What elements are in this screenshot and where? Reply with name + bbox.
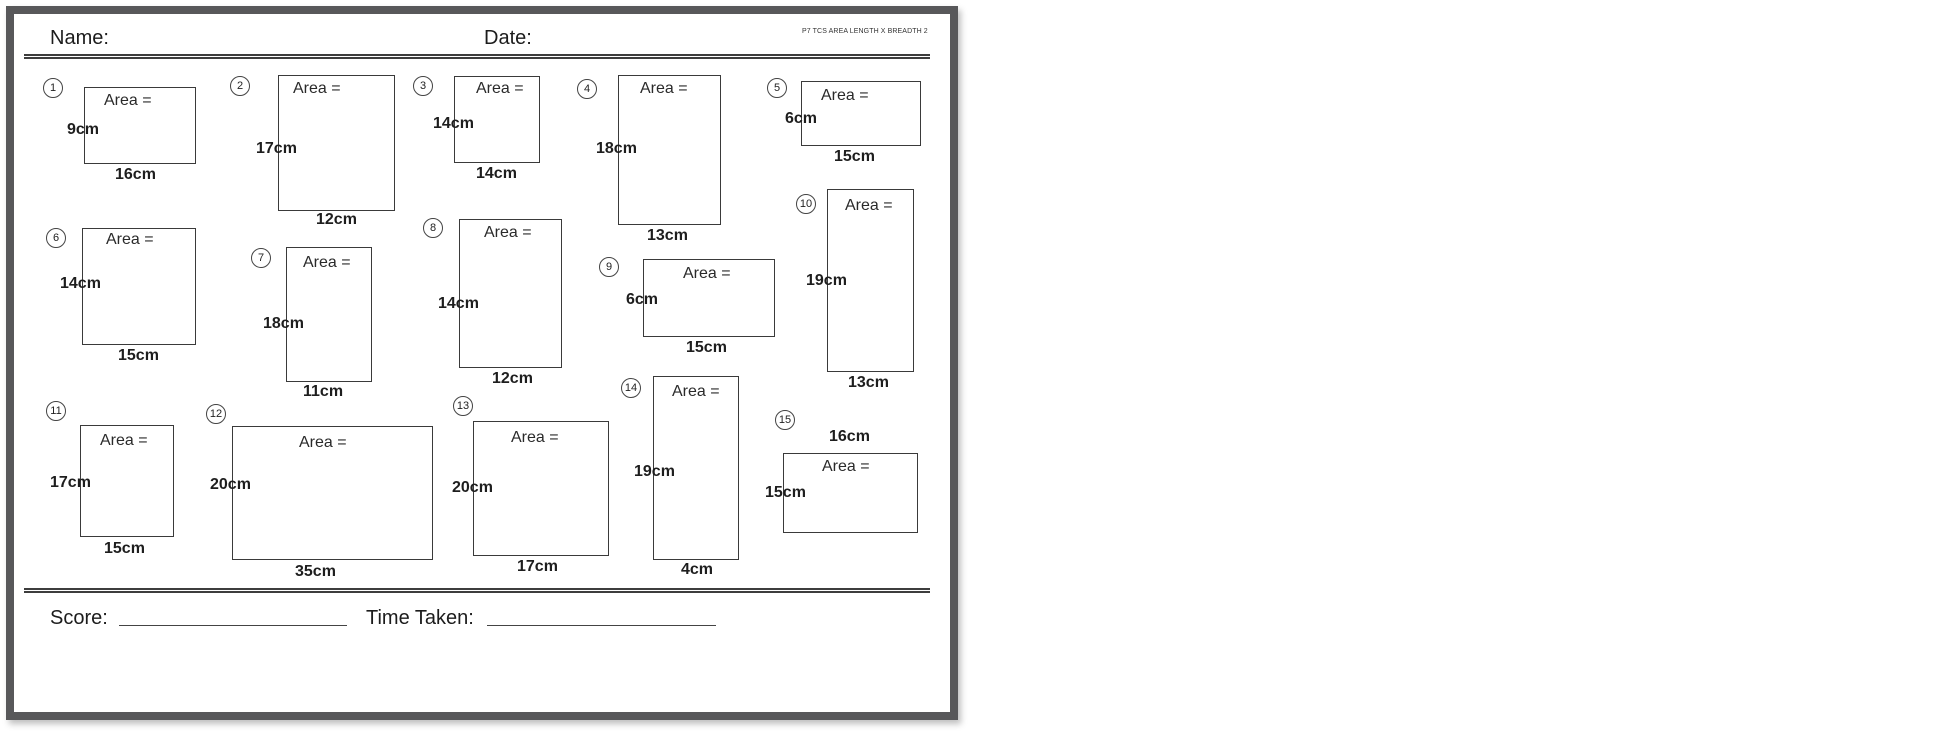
area-label: Area = [484,224,532,241]
problem-number: 2 [230,76,250,96]
date-label: Date: [484,27,532,49]
header-divider [24,54,930,59]
problem-number: 11 [46,401,66,421]
problem-number: 13 [453,396,473,416]
area-label: Area = [106,231,154,248]
rectangle [84,87,196,164]
side-length: 17cm [50,474,91,491]
area-label: Area = [293,80,341,97]
rectangle [473,421,609,556]
rectangle [82,228,196,345]
area-label: Area = [299,434,347,451]
side-length: 14cm [438,295,479,312]
base-length: 35cm [295,563,336,580]
problem-number: 10 [796,194,816,214]
footer-divider [24,588,930,593]
sheet-code: P7 TCS AREA LENGTH X BREADTH 2 [802,28,928,35]
time-taken-label: Time Taken: [366,607,474,629]
rectangle [278,75,395,211]
rectangle [827,189,914,372]
side-length: 6cm [785,110,818,127]
area-label: Area = [683,265,731,282]
base-length: 15cm [686,339,727,356]
base-length: 16cm [829,428,870,445]
area-label: Area = [640,80,688,97]
problem-number: 14 [621,378,641,398]
base-length: 13cm [647,227,688,244]
rectangle [783,453,918,533]
problem-number: 5 [767,78,787,98]
base-length: 17cm [517,558,558,575]
area-label: Area = [822,458,870,475]
area-label: Area = [476,80,524,97]
area-label: Area = [672,383,720,400]
area-label: Area = [845,197,893,214]
time-taken-line [487,625,716,626]
worksheet [6,6,958,720]
base-length: 15cm [104,540,145,557]
problem-number: 6 [46,228,66,248]
side-length: 18cm [596,140,637,157]
base-length: 14cm [476,165,517,182]
problem-number: 3 [413,76,433,96]
rectangle [232,426,433,560]
side-length: 18cm [263,315,304,332]
base-length: 4cm [681,561,714,578]
problem-number: 7 [251,248,271,268]
base-length: 13cm [848,374,889,391]
problem-number: 12 [206,404,226,424]
area-label: Area = [303,254,351,271]
base-length: 15cm [834,148,875,165]
area-label: Area = [821,87,869,104]
score-line [119,625,347,626]
side-length: 14cm [60,275,101,292]
rectangle [618,75,721,225]
problem-number: 9 [599,257,619,277]
side-length: 20cm [452,479,493,496]
side-length: 19cm [634,463,675,480]
rectangle [459,219,562,368]
side-length: 17cm [256,140,297,157]
base-length: 12cm [316,211,357,228]
rectangle [801,81,921,146]
side-length: 14cm [433,115,474,132]
problem-number: 15 [775,410,795,430]
rectangle [286,247,372,382]
area-label: Area = [100,432,148,449]
name-label: Name: [50,27,109,49]
area-label: Area = [511,429,559,446]
side-length: 15cm [765,484,806,501]
problem-number: 1 [43,78,63,98]
problem-number: 8 [423,218,443,238]
side-length: 19cm [806,272,847,289]
rectangle [454,76,540,163]
rectangle [643,259,775,337]
problem-number: 4 [577,79,597,99]
side-length: 20cm [210,476,251,493]
rectangle [80,425,174,537]
side-length: 9cm [67,121,100,138]
rectangle [653,376,739,560]
side-length: 6cm [626,291,659,308]
base-length: 12cm [492,370,533,387]
base-length: 15cm [118,347,159,364]
base-length: 11cm [303,383,344,400]
area-label: Area = [104,92,152,109]
base-length: 16cm [115,166,156,183]
score-label: Score: [50,607,108,629]
